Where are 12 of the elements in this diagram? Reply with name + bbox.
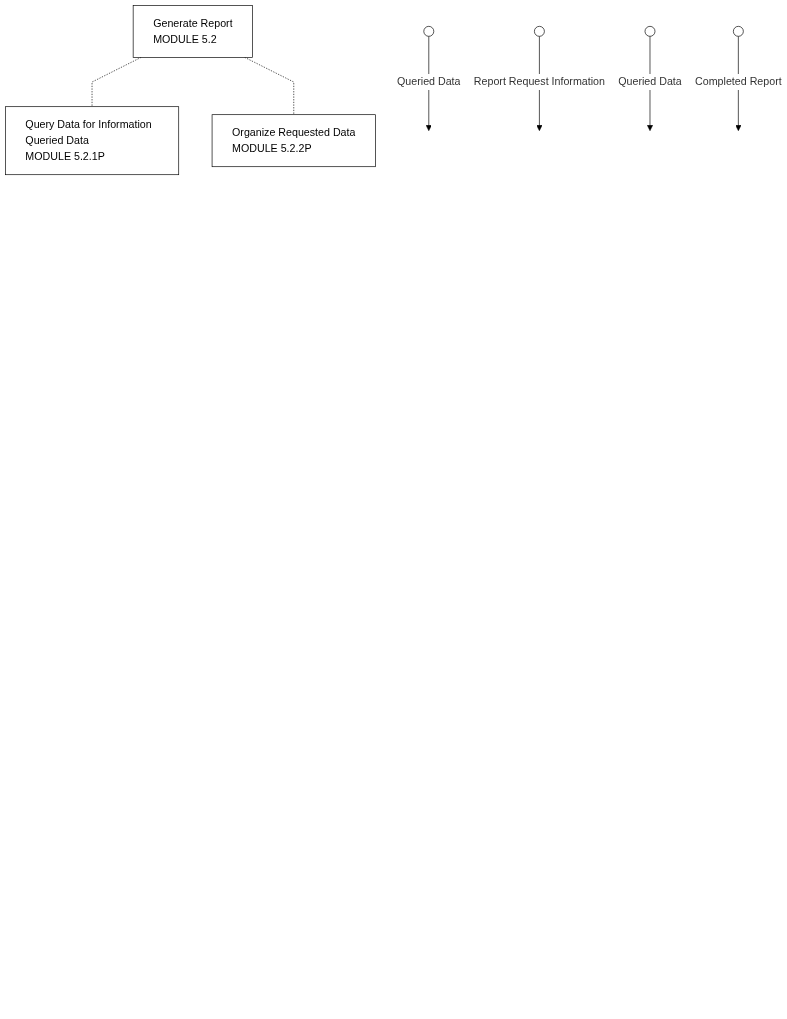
node-circle — [534, 26, 545, 37]
node-box: Query Data for Information Queried Data MODULE 5.2.1P — [5, 106, 180, 176]
node-box: Organize Requested Data MODULE 5.2.2P — [211, 114, 376, 168]
node-circle — [733, 26, 744, 37]
edge-label: Completed Report — [695, 76, 782, 88]
edge-label: Queried Data — [618, 76, 682, 88]
connector — [91, 57, 142, 108]
node-box: Generate Report MODULE 5.2 — [132, 5, 253, 58]
node-circle — [423, 26, 435, 37]
node-circle — [644, 26, 656, 37]
edge-label: Queried Data — [397, 76, 461, 88]
edge-label: Report Request Information — [473, 76, 605, 88]
